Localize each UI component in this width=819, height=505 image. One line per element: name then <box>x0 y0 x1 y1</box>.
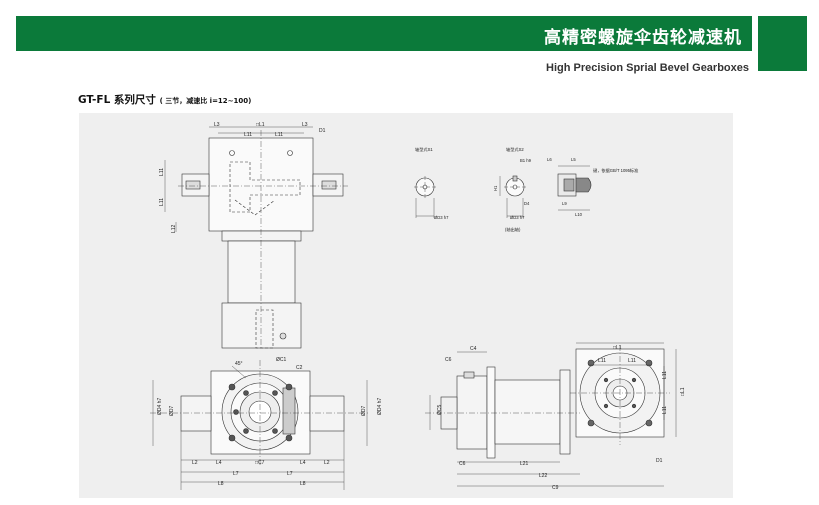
dim-l11-h: L11 <box>662 406 668 414</box>
dim-l12: L12 <box>171 224 177 233</box>
dim-d4-right: ØD4 h7 <box>377 398 383 415</box>
section-title: GT-FL 系列尺寸 ( 三节，减速比 i=12~100) <box>78 92 251 107</box>
key-l10: L10 <box>575 212 583 217</box>
key-l9: L9 <box>562 201 567 206</box>
header-tab <box>758 16 807 71</box>
section-title-note: ( 三节，减速比 i=12~100) <box>159 97 252 105</box>
shaft-s2-note: (轴出轴) <box>505 226 521 233</box>
dim-c5: ØC5 <box>437 405 443 416</box>
header-title: 高精密螺旋伞齿轮减速机 <box>544 28 742 48</box>
dim-l4-right: L4 <box>300 460 306 466</box>
shaft-s2-b1: B1 h9 <box>520 158 532 163</box>
dim-l11-d: L11 <box>159 198 165 206</box>
dim-l1-right-top: □L1 <box>613 345 622 351</box>
top-gearhead-body <box>208 137 314 232</box>
section-title-text: GT-FL 系列尺寸 <box>78 94 156 106</box>
dim-c9: C9 <box>552 485 559 491</box>
key-l5: L5 <box>571 157 576 162</box>
dim-l11-e: L11 <box>598 358 606 364</box>
dim-l8-left: L8 <box>218 481 224 487</box>
dim-l3-left: L3 <box>214 122 220 128</box>
dim-l11-g: L11 <box>662 371 668 379</box>
dim-l21: L21 <box>520 461 529 467</box>
dim-l2-right: L2 <box>324 460 330 466</box>
dim-d1-bottom: D1 <box>656 458 663 464</box>
dim-l2-left: L2 <box>192 460 198 466</box>
dim-d7-right: ØD7 <box>361 406 367 417</box>
shaft-s2-d3: ØD3 h7 <box>510 215 525 220</box>
dim-c1: ØC1 <box>276 357 287 363</box>
dim-l1-top: □L1 <box>256 122 265 128</box>
dim-l7-right: L7 <box>287 471 293 477</box>
shaft-s1-title: 轴型式S1 <box>415 146 433 153</box>
shaft-s2-d4: D4 <box>524 201 530 206</box>
dim-l11-b: L11 <box>275 132 283 138</box>
dim-c6-bottom: C6 <box>459 461 466 467</box>
dim-l22: L22 <box>539 473 548 479</box>
dim-c7: □C7 <box>255 460 265 466</box>
shaft-s1-diam: ØD3 h7 <box>434 215 449 220</box>
dim-l11-f: L11 <box>628 358 636 364</box>
shaft-s2-h1: H1 <box>493 185 498 191</box>
header-bar: 高精密螺旋伞齿轮减速机 <box>16 16 752 51</box>
key-standard-note: 键，依据GB/T 1095标准 <box>593 167 638 174</box>
dim-l1-right-side: □L1 <box>680 387 686 396</box>
dim-c2: C2 <box>296 365 303 371</box>
key-l6: L6 <box>547 157 552 162</box>
shaft-s2-title: 轴型式S2 <box>506 146 524 153</box>
header-subtitle: High Precision Sprial Bevel Gearboxes <box>546 62 749 74</box>
dim-l11-c: L11 <box>159 168 165 176</box>
dim-l3-right: L3 <box>302 122 308 128</box>
dim-d4-left: ØD4 h7 <box>157 398 163 415</box>
dim-c6-top: C6 <box>445 357 452 363</box>
dim-d7-left: ØD7 <box>169 406 175 417</box>
dim-d1-top: D1 <box>319 128 326 134</box>
dim-l8-right: L8 <box>300 481 306 487</box>
dim-l11-a: L11 <box>244 132 252 138</box>
dim-c4: C4 <box>470 346 477 352</box>
dim-l4-left: L4 <box>216 460 222 466</box>
dim-45deg: 45° <box>235 361 243 367</box>
dim-l7-left: L7 <box>233 471 239 477</box>
